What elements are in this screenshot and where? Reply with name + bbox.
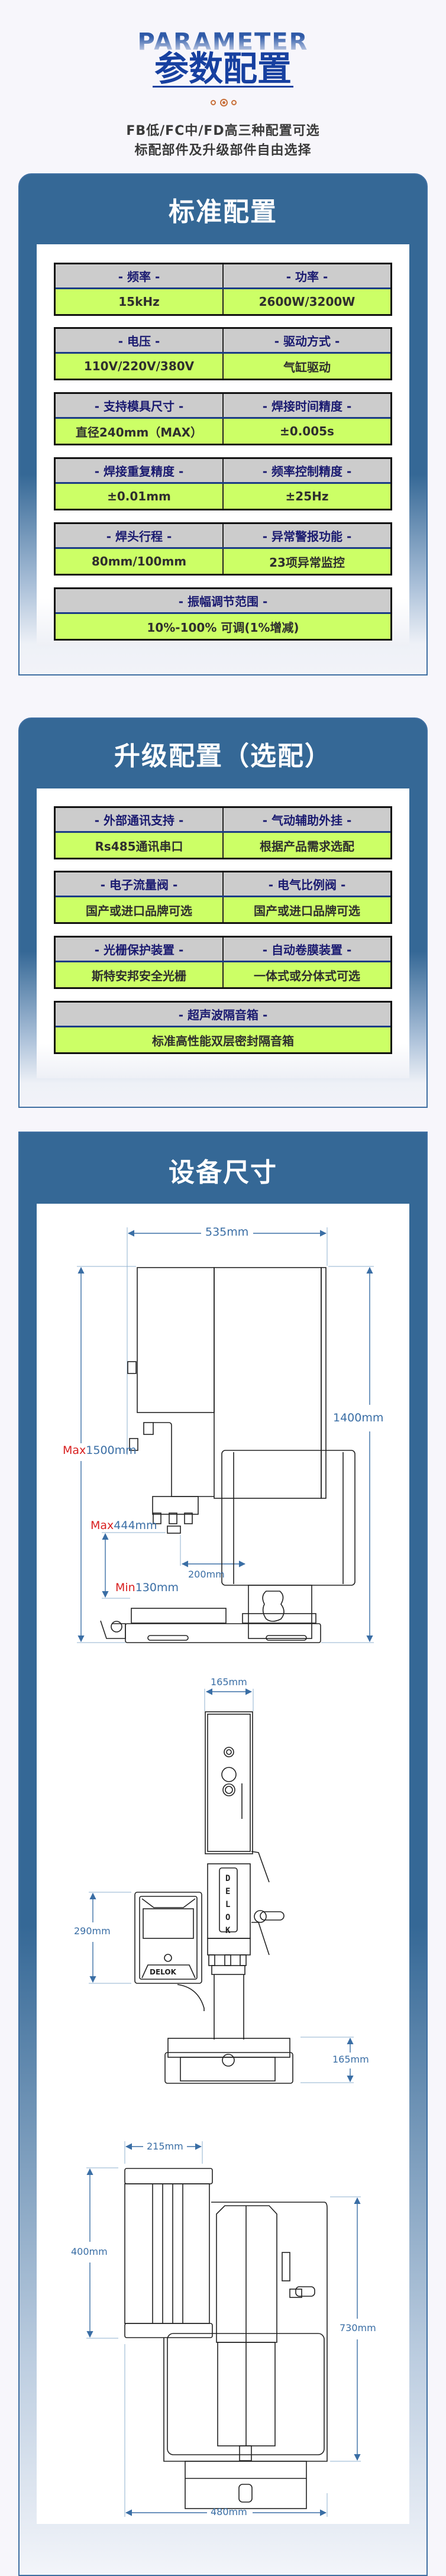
spec-table: - 超声波隔音箱 - 标准高性能双层密封隔音箱 xyxy=(54,1001,392,1054)
dim-side-height: 1400mm xyxy=(333,1411,384,1424)
decorative-dots-icon xyxy=(211,98,237,106)
dim-max-height-value: 1500mm xyxy=(86,1444,137,1457)
upgrade-config-title: 升级配置（选配） xyxy=(114,741,332,771)
spec-label: - 焊接重复精度 - xyxy=(94,464,184,479)
dim-max-stroke-prefix: Max xyxy=(91,1519,114,1532)
side-view-machine xyxy=(100,1267,355,1643)
dim-min-prefix: Min xyxy=(115,1581,135,1594)
page-title: 参数配置 xyxy=(154,49,292,89)
spec-label: - 功率 - xyxy=(222,264,390,287)
dim-total-width: 480mm xyxy=(211,2506,247,2517)
dim-max-height: Max1500mm xyxy=(63,1444,137,1457)
svg-text:E: E xyxy=(225,1887,230,1896)
spec-table: - 电压 - - 驱动方式 - 110V/220V/380V 气缸驱动 xyxy=(54,327,392,380)
spec-value: Rs485通讯串口 xyxy=(95,839,183,854)
dot-icon xyxy=(211,99,216,105)
spec-value: ±0.005s xyxy=(222,419,390,444)
spec-value: ±0.01mm xyxy=(107,489,171,503)
spec-label: - 驱动方式 - xyxy=(222,329,390,352)
spec-table: - 电子流量阀 - - 电气比例阀 - 国产或进口品牌可选 国产或进口品牌可选 xyxy=(54,871,392,924)
delok-vertical-brand: DELOK xyxy=(225,1874,231,1935)
standard-config-title: 标准配置 xyxy=(169,197,277,227)
spec-label: - 电压 - xyxy=(118,334,160,348)
upgrade-config-panel: - 外部通讯支持 - - 气动辅助外挂 - Rs485通讯串口 根据产品需求选配 -… xyxy=(37,788,409,1078)
delok-box-brand: DELOK xyxy=(150,1968,177,1976)
dim-column-width: 165mm xyxy=(211,1676,247,1688)
dim-throat: 200mm xyxy=(188,1569,225,1580)
spec-value: 国产或进口品牌可选 xyxy=(86,903,192,918)
dim-box-depth: 400mm xyxy=(71,2246,108,2257)
svg-text:K: K xyxy=(225,1926,231,1935)
spec-table: - 焊接重复精度 - - 频率控制精度 - ±0.01mm ±25Hz xyxy=(54,457,392,510)
dim-max-height-prefix: Max xyxy=(63,1444,86,1457)
spec-table: - 焊头行程 - - 异常警报功能 - 80mm/100mm 23项异常监控 xyxy=(54,522,392,576)
front-view-machine xyxy=(134,1711,293,2084)
dim-box-width: 215mm xyxy=(147,2141,183,2152)
dot-icon xyxy=(231,99,237,105)
title-underline xyxy=(153,86,293,88)
spec-value: 斯特安邦安全光栅 xyxy=(92,968,186,983)
spec-label: - 电气比例阀 - xyxy=(222,872,390,896)
spec-label: - 超声波隔音箱 - xyxy=(178,1008,268,1022)
dim-total-depth: 730mm xyxy=(340,2322,376,2333)
dim-side-width: 535mm xyxy=(205,1226,249,1239)
spec-value: 根据产品需求选配 xyxy=(222,833,390,858)
spec-value: 10%-100% 可调(1%增减) xyxy=(147,620,299,635)
subtitle-line-2: 标配部件及升级部件自由选择 xyxy=(134,143,312,158)
svg-text:O: O xyxy=(225,1913,230,1922)
spec-label: - 焊头行程 - xyxy=(106,529,172,544)
top-view-machine xyxy=(124,2168,328,2509)
spec-label: - 气动辅助外挂 - xyxy=(222,808,390,831)
spec-value: 15kHz xyxy=(118,295,160,309)
dot-icon xyxy=(219,98,228,106)
dim-min-height: Min130mm xyxy=(115,1581,179,1594)
dimension-lines xyxy=(77,1227,374,2517)
spec-label: - 自动卷膜装置 - xyxy=(222,938,390,961)
svg-text:L: L xyxy=(225,1900,230,1909)
svg-text:D: D xyxy=(225,1874,230,1883)
spec-label: - 频率控制精度 - xyxy=(222,459,390,482)
spec-value: 110V/220V/380V xyxy=(83,359,195,373)
subtitle-line-1: FB低/FC中/FD高三种配置可选 xyxy=(126,124,320,138)
dim-min-value: 130mm xyxy=(135,1581,179,1594)
spec-value: 气缸驱动 xyxy=(222,354,390,379)
spec-value: 23项异常监控 xyxy=(222,549,390,574)
spec-value: 2600W/3200W xyxy=(222,289,390,314)
dim-control-box-height: 290mm xyxy=(74,1925,111,1937)
dim-base-height: 165mm xyxy=(332,2054,369,2065)
spec-value: 80mm/100mm xyxy=(91,554,187,568)
spec-label: - 焊接时间精度 - xyxy=(222,394,390,417)
spec-value: 标准高性能双层密封隔音箱 xyxy=(152,1033,294,1048)
upgrade-config-card: 升级配置（选配） - 外部通讯支持 - - 气动辅助外挂 - Rs485通讯串口 根… xyxy=(18,717,428,1108)
title-english: PARAMETER xyxy=(137,28,309,56)
dimensions-title: 设备尺寸 xyxy=(169,1158,277,1188)
spec-table: - 外部通讯支持 - - 气动辅助外挂 - Rs485通讯串口 根据产品需求选配 xyxy=(54,806,392,859)
spec-label: - 异常警报功能 - xyxy=(222,524,390,547)
dim-max-stroke-value: 444mm xyxy=(114,1519,157,1532)
spec-label: - 电子流量阀 - xyxy=(100,878,178,892)
spec-value: 国产或进口品牌可选 xyxy=(222,897,390,922)
spec-value: ±25Hz xyxy=(222,484,390,509)
spec-label: - 振幅调节范围 - xyxy=(178,594,268,609)
spec-value: 直径240mm（MAX） xyxy=(75,425,203,439)
dim-max-stroke: Max444mm xyxy=(91,1519,157,1532)
spec-label: - 光栅保护装置 - xyxy=(94,943,184,957)
dimension-arrows xyxy=(77,1230,373,2516)
spec-table: - 振幅调节范围 - 10%-100% 可调(1%增减) xyxy=(54,587,392,641)
spec-table: - 光栅保护装置 - - 自动卷膜装置 - 斯特安邦安全光栅 一体式或分体式可选 xyxy=(54,936,392,989)
spec-label: - 频率 - xyxy=(118,270,160,284)
spec-label: - 支持模具尺寸 - xyxy=(94,399,184,413)
spec-table: - 支持模具尺寸 - - 焊接时间精度 - 直径240mm（MAX） ±0.005s xyxy=(54,392,392,445)
standard-config-card: 标准配置 - 频率 - - 功率 - 15kHz 2600W/3200W - 电压 … xyxy=(18,173,428,675)
spec-value: 一体式或分体式可选 xyxy=(222,962,390,987)
spec-table: - 频率 - - 功率 - 15kHz 2600W/3200W xyxy=(54,263,392,316)
spec-label: - 外部通讯支持 - xyxy=(94,813,184,828)
standard-config-panel: - 频率 - - 功率 - 15kHz 2600W/3200W - 电压 - - 驱动… xyxy=(37,244,409,647)
